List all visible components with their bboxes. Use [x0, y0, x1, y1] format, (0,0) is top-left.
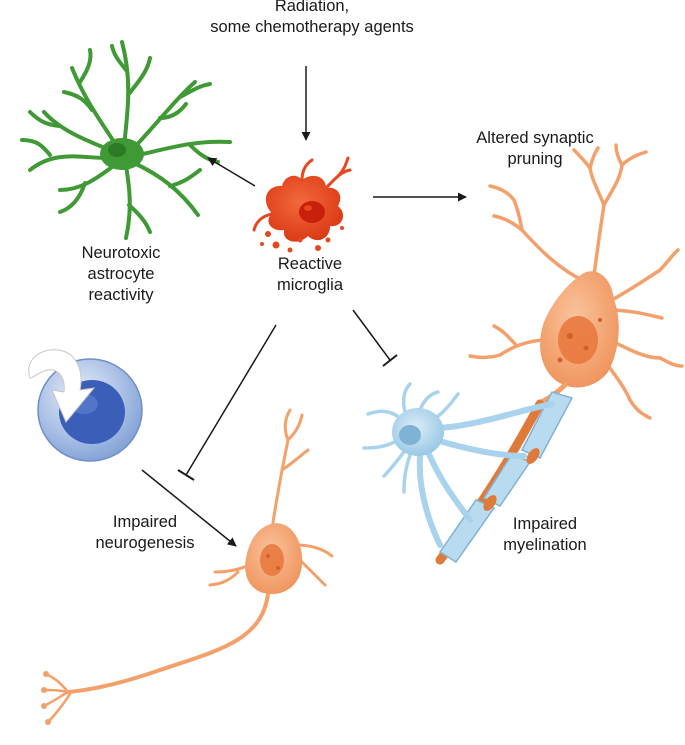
label-trigger-line2: some chemotherapy agents [210, 18, 414, 36]
arrow-microglia-to-astrocyte [207, 157, 256, 187]
pruning-neuron [468, 143, 684, 420]
relation-arrows [141, 66, 467, 547]
inhibit-microglia-to-neurogenesis [185, 324, 277, 476]
newborn-neuron [41, 408, 334, 725]
astrocyte-cell [20, 40, 232, 240]
label-microglia-line1: Reactive [277, 255, 343, 273]
label-pruning-line1: Altered synaptic [476, 129, 594, 147]
label-astrocyte-line3: reactivity [88, 286, 154, 304]
myelinated-axon [435, 391, 574, 565]
label-trigger: Radiation, some chemotherapy agents [192, 0, 432, 38]
label-astrocyte: Neurotoxic astrocyte reactivity [56, 243, 186, 306]
arrow-progenitor-to-neuron [141, 469, 237, 547]
label-pruning: Altered synaptic pruning [460, 128, 610, 170]
label-neurogenesis-line2: neurogenesis [95, 534, 195, 552]
inhibit-bar-neurogenesis [177, 469, 195, 481]
progenitor-cell [28, 349, 143, 462]
microglia-cell [252, 156, 352, 253]
label-trigger-line1: Radiation, [274, 0, 350, 15]
label-pruning-line2: pruning [507, 150, 563, 168]
label-microglia-line2: microglia [276, 276, 344, 294]
label-astrocyte-line2: astrocyte [87, 265, 155, 283]
label-myelination-line1: Impaired [512, 515, 578, 533]
oligodendrocyte-cell [362, 382, 555, 548]
inhibit-bar-myelination [382, 354, 398, 367]
inhibit-microglia-to-myelination [352, 309, 391, 361]
label-neurogenesis-line1: Impaired [112, 513, 178, 531]
label-myelination: Impaired myelination [480, 514, 610, 556]
label-astrocyte-line1: Neurotoxic [81, 244, 161, 262]
label-myelination-line2: myelination [503, 536, 587, 554]
label-neurogenesis: Impaired neurogenesis [80, 512, 210, 554]
label-microglia: Reactive microglia [255, 254, 365, 296]
